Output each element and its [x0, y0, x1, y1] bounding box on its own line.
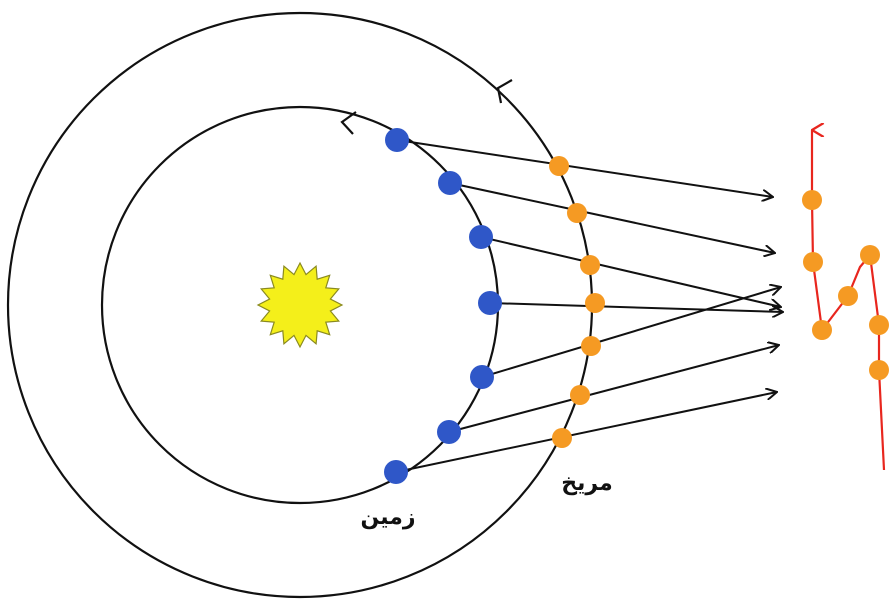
earth-dot: [470, 365, 494, 389]
mars-dot: [585, 293, 605, 313]
earth-dot: [437, 420, 461, 444]
apparent-mars-dot: [869, 360, 889, 380]
apparent-mars-dot: [838, 286, 858, 306]
earth-dot: [438, 171, 462, 195]
apparent-mars-dot: [869, 315, 889, 335]
mars-dot: [570, 385, 590, 405]
sight-line: [449, 345, 779, 432]
sight-line: [481, 237, 781, 307]
earth-dot: [385, 128, 409, 152]
mars-dot: [567, 203, 587, 223]
earth-dot: [384, 460, 408, 484]
apparent-mars-dot: [803, 252, 823, 272]
sun-icon: [258, 263, 342, 347]
mars-dot: [581, 336, 601, 356]
apparent-mars-dot: [802, 190, 822, 210]
earth-label: زمین: [360, 505, 415, 530]
mars-dot: [549, 156, 569, 176]
earth-dot: [478, 291, 502, 315]
apparent-mars-dot: [812, 320, 832, 340]
mars-dot: [580, 255, 600, 275]
earth-dot: [469, 225, 493, 249]
mars-dot: [552, 428, 572, 448]
earth-positions: [384, 128, 502, 484]
apparent-mars-dot: [860, 245, 880, 265]
sight-line: [482, 287, 781, 377]
sight-line: [450, 183, 775, 253]
mars-label: مریخ: [561, 471, 612, 496]
sight-line: [490, 303, 783, 312]
